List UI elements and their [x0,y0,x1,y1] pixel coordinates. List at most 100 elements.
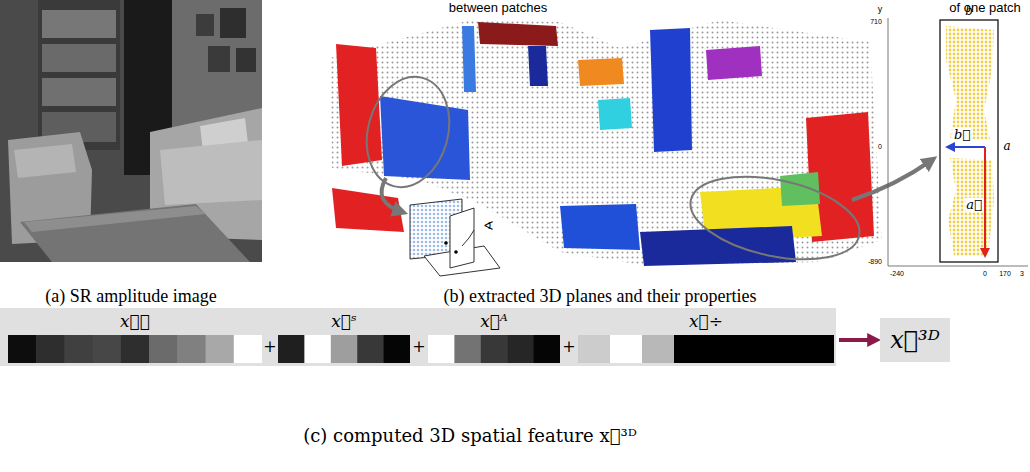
patch-plot-part [888,18,889,266]
feature-cell [706,335,739,363]
tick-label: 170 [999,270,1011,278]
point-cloud-part [683,163,867,273]
tick-label: 710 [870,18,882,26]
point-cloud-part [528,46,548,86]
arrow-connector [839,338,877,342]
patch-plot-part [947,146,985,148]
vector-label: a⃗ [965,198,983,212]
angle-sketch-part [462,230,474,246]
dimension-label: b [965,5,973,18]
tick-label: 0 [878,143,882,151]
feature-cell [802,335,834,363]
point-cloud-part [330,20,882,266]
feature-segment: x⃗÷ [578,310,834,364]
feature-cell [738,335,771,363]
amplitude-image-part [20,204,250,262]
patch-plot-part [948,158,994,256]
angle-sketch [410,199,500,276]
feature-cell [481,335,508,363]
feature-cell [384,335,410,363]
amplitude-image-part [208,46,230,72]
angle-symbol: ∢ [483,219,494,233]
feature-cell [177,335,206,363]
feature-cell [278,335,305,363]
plus-sign: + [412,339,425,355]
amplitude-image-part [42,78,116,106]
amplitude-image-part [196,14,214,36]
point-cloud [330,20,932,273]
vector-label: b⃗ [953,128,971,142]
feature-cell [642,335,675,363]
subcaption: (c) computed 3D spatial feature x⃗³ᴰ [303,426,636,446]
feature-cell [428,335,455,363]
point-cloud-part [852,160,932,200]
panel-title: of one patch [949,1,1021,15]
amplitude-image-part [42,10,116,38]
point-cloud-part [382,178,402,212]
feature-bar [578,335,834,363]
subcaption: (b) extracted 3D planes and their proper… [444,287,757,307]
feature-segment: x⃗∢ [8,310,262,364]
point-cloud-part [640,226,796,266]
amplitude-image-part [38,0,120,150]
point-cloud-part [598,98,632,130]
dimension-label: a [1003,140,1010,153]
point-cloud-part [380,96,470,180]
feature-bar [428,335,560,363]
tick-label: 0 [983,270,987,278]
angle-sketch-part [444,241,448,245]
patch-plot-part [888,266,1028,267]
feature-cell [93,335,122,363]
patch-plot [888,18,1028,266]
tick-label: -240 [890,270,904,278]
amplitude-image-part [42,44,116,72]
feature-cell [674,335,707,363]
feature-band: x⃗∢x⃗ˢx⃗ᴬx⃗÷+++ [0,308,836,366]
amplitude-image-part [14,144,76,178]
plus-sign: + [263,339,276,355]
point-cloud-part [478,22,558,46]
feature-label: x⃗÷ [578,310,834,332]
feature-cell [8,335,37,363]
feature-label: x⃗∢ [8,310,262,332]
feature-cell [770,335,803,363]
tick-label: 3 [1020,270,1024,278]
feature-segment: x⃗ᴬ [428,310,560,364]
feature-bar [278,335,410,363]
feature-cell [64,335,93,363]
amplitude-image-part [160,140,262,205]
point-cloud-part [560,204,640,250]
feature-label: x⃗ᴬ [428,310,560,332]
amplitude-image-part [236,48,256,72]
feature-cell [357,335,384,363]
feature-segment: x⃗ˢ [278,310,410,364]
axis-label: y [878,5,883,15]
amplitude-image-part [24,206,206,232]
feature-cell [454,335,481,363]
point-cloud-part [650,28,692,152]
feature-cell [578,335,611,363]
point-cloud-part [355,68,461,197]
amplitude-image-part [0,0,262,262]
feature-label: x⃗³ᴰ [880,318,950,362]
subcaption: (a) SR amplitude image [45,287,216,307]
feature-bar [8,335,262,363]
plus-sign: + [562,339,575,355]
angle-sketch-part [454,250,458,254]
feature-cell [149,335,178,363]
amplitude-image [0,0,262,262]
feature-cell [331,335,358,363]
feature-cell [534,335,560,363]
feature-cell [507,335,534,363]
feature-cell [36,335,65,363]
amplitude-image-part [220,8,246,38]
angle-sketch-part [450,208,474,268]
patch-plot-part [940,20,998,262]
patch-plot-part [946,26,994,140]
point-cloud-part [780,172,820,206]
